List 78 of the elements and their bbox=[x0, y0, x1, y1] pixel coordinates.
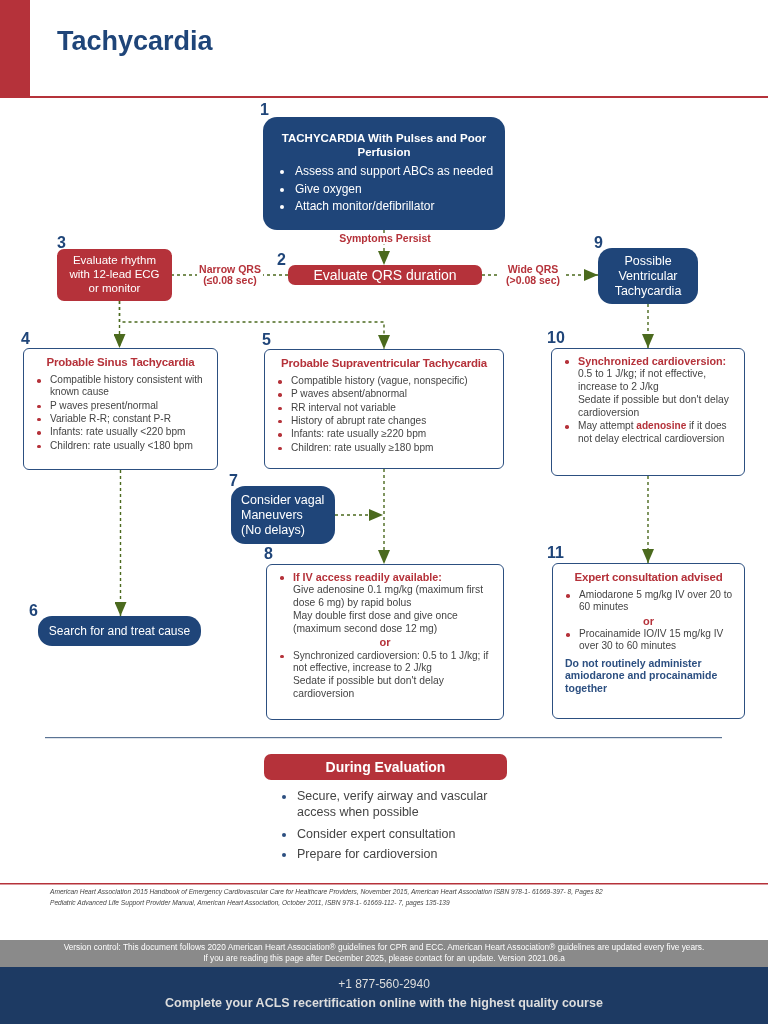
info-box bbox=[264, 349, 504, 469]
arrow bbox=[378, 229, 390, 266]
phone-number: +1 877-560-2940 bbox=[337, 977, 431, 991]
bullet-item: Amiodarone 5 mg/kg IV over 20 to 60 minutes bbox=[561, 589, 736, 614]
bullet-item: Procainamide IO/IV 15 mg/kg IV over 30 to 60 minutes bbox=[561, 628, 736, 653]
bullet-item: RR interval not variable bbox=[273, 401, 495, 414]
bullet-item: Secure, verify airway and vascular access when possible bbox=[275, 788, 517, 821]
arrow bbox=[642, 475, 654, 564]
box-text: Possible Ventricular Tachycardia bbox=[613, 253, 683, 299]
step-number: 11 bbox=[547, 545, 564, 561]
section-header bbox=[264, 754, 507, 780]
page-title: Tachycardia bbox=[57, 26, 213, 57]
arrow bbox=[378, 468, 390, 565]
bullet-item: Compatible history (vague, nonspecific) bbox=[273, 375, 495, 388]
bullet-item: Children: rate usually ≥180 bpm bbox=[273, 441, 495, 454]
bullet-heading: Synchronized cardioversion: bbox=[560, 355, 736, 369]
bullet-item: Prepare for cardioversion bbox=[275, 846, 517, 863]
bullet-item: History of abrupt rate changes bbox=[273, 414, 495, 428]
bullet-item: P waves present/normal bbox=[32, 399, 209, 412]
footer-text: Complete your ACLS recertification online with the highest quality course bbox=[164, 996, 604, 1010]
bullet-item: Attach monitor/defibrillator bbox=[269, 198, 499, 216]
box-heading: TACHYCARDIA With Pulses and Poor Perfusion bbox=[280, 131, 488, 160]
bullet-heading: If IV access readily available: bbox=[275, 571, 495, 585]
bullet-item: May attempt adenosine if it does not delay electrical cardioversion bbox=[560, 420, 736, 445]
or-text: or bbox=[378, 636, 392, 650]
bullet-item: Compatible history consistent with known cause bbox=[32, 374, 209, 399]
box-heading: Expert consultation advised bbox=[573, 570, 724, 584]
box-text: Evaluate rhythm with 12-lead ECG or monitor bbox=[68, 254, 161, 296]
step-number: 9 bbox=[594, 235, 603, 251]
notice-text: If you are reading this page after December 2025, please contact for an update. Version 2021.06.a bbox=[202, 953, 566, 963]
or-text: or bbox=[642, 614, 655, 629]
edge-label: Wide QRS (>0.08 sec) bbox=[500, 264, 566, 286]
step-number: 7 bbox=[229, 473, 238, 489]
box-text: Evaluate QRS duration bbox=[312, 266, 458, 284]
treatment-box bbox=[266, 564, 504, 720]
step-number: 3 bbox=[57, 235, 66, 251]
arrow bbox=[114, 469, 127, 617]
process-box bbox=[598, 248, 698, 304]
step-number: 4 bbox=[21, 331, 30, 347]
step-number: 8 bbox=[264, 546, 273, 562]
step-number: 2 bbox=[277, 252, 286, 268]
box-heading: Probable Supraventricular Tachycardia bbox=[280, 356, 489, 370]
treatment-box bbox=[552, 563, 745, 719]
step-number: 1 bbox=[260, 102, 269, 118]
box-text: Consider vagal Maneuvers (No delays) bbox=[241, 492, 325, 538]
process-box bbox=[57, 249, 172, 301]
arrow bbox=[642, 303, 654, 349]
box-heading: Probable Sinus Tachycardia bbox=[45, 355, 196, 369]
arrow bbox=[118, 300, 390, 350]
step-number: 5 bbox=[262, 332, 271, 348]
bullet-item: Variable R-R; constant P-R bbox=[32, 412, 209, 426]
process-box bbox=[38, 616, 201, 646]
treatment-box bbox=[551, 348, 745, 476]
info-box bbox=[23, 348, 218, 470]
bullet-item: Infants: rate usually <220 bpm bbox=[32, 426, 209, 439]
bullet-item: Give oxygen bbox=[269, 180, 499, 199]
step-number: 10 bbox=[547, 330, 565, 346]
bullet-item: Assess and support ABCs as needed bbox=[269, 163, 499, 181]
arrow bbox=[334, 509, 384, 521]
box-text: Give adenosine 0.1 mg/kg (maximum first dose 6 mg) by rapid bolus bbox=[292, 584, 484, 610]
process-box bbox=[231, 486, 335, 544]
box-text: 0.5 to 1 J/kg; if not effective, increase to 2 J/kg bbox=[577, 368, 708, 394]
process-box bbox=[288, 265, 482, 285]
edge-label: Symptoms Persist bbox=[337, 233, 433, 245]
bullet-item: Children: rate usually <180 bpm bbox=[32, 439, 209, 452]
box-text: May double first dose and give once (maximum second dose 12 mg) bbox=[292, 610, 459, 636]
notice-text: Version control: This document follows 2020 American Heart Association® guidelines for CPR and ECC. American Heart Association® guidelines are updated every five years. bbox=[62, 942, 706, 952]
edge-label: Narrow QRS (≤0.08 sec) bbox=[197, 264, 263, 286]
bullet-item: Synchronized cardioversion: 0.5 to 1 J/kg; if not effective, increase to 2 J/kg bbox=[275, 649, 495, 675]
bullet-item: P waves absent/abnormal bbox=[273, 388, 495, 401]
bullet-item: Consider expert consultation bbox=[275, 826, 517, 843]
bullet-item: Infants: rate usually ≥220 bpm bbox=[273, 428, 495, 441]
box-text: Sedate if possible but don't delay cardioversion bbox=[292, 675, 445, 701]
start-box bbox=[263, 117, 505, 230]
step-number: 6 bbox=[29, 603, 38, 619]
warning-text: Do not routinely administer amiodarone and procainamide together bbox=[564, 656, 719, 696]
box-text: During Evaluation bbox=[324, 758, 447, 776]
box-text: Search for and treat cause bbox=[47, 623, 192, 639]
